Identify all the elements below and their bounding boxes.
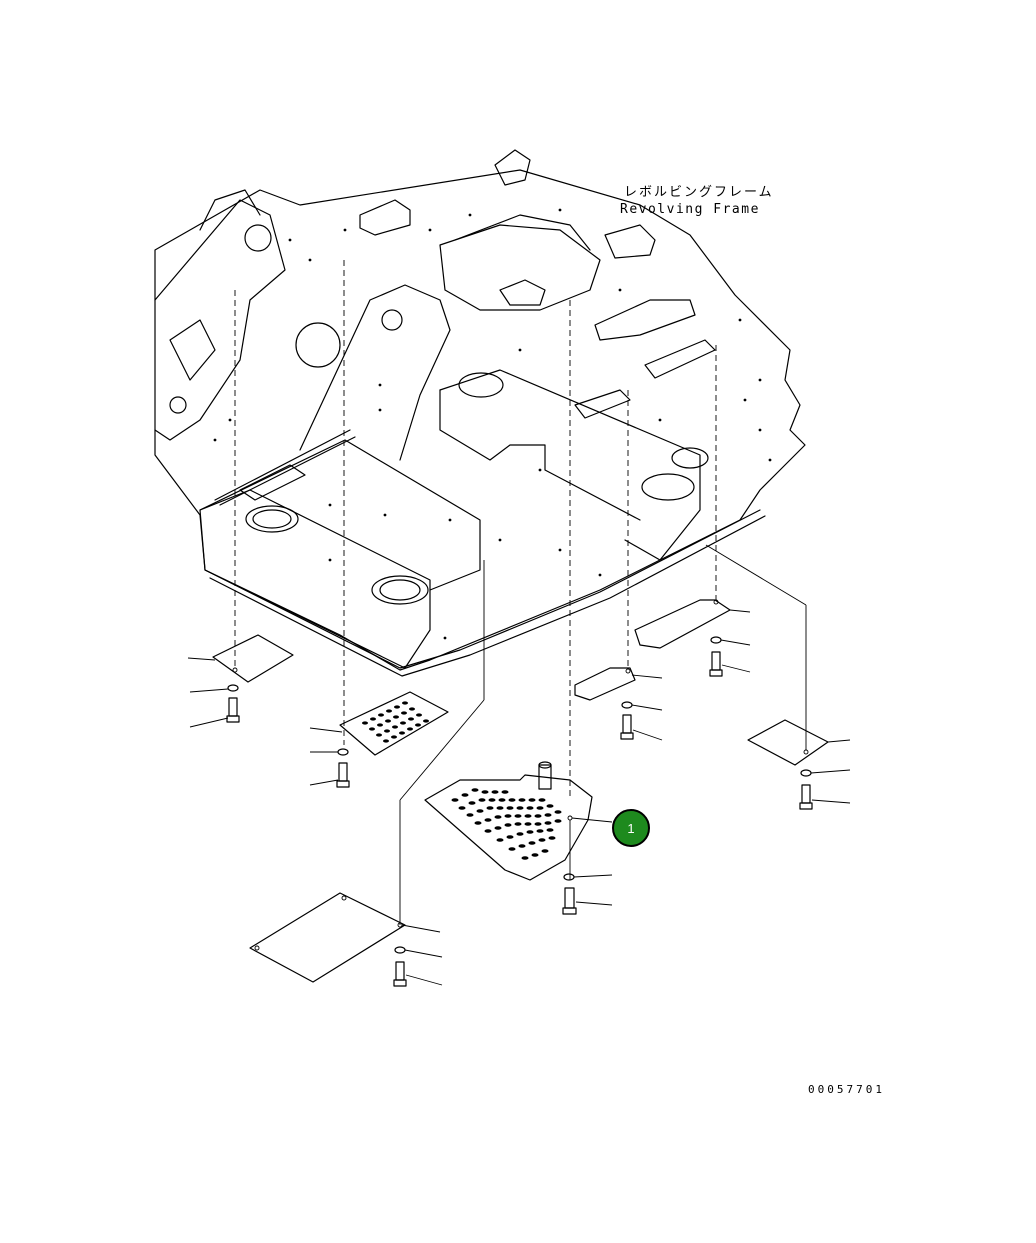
- callout-number: 1: [627, 821, 634, 836]
- mesh-cover-left: [309, 691, 449, 756]
- callout-1[interactable]: 1: [612, 809, 650, 847]
- fasteners: [189, 636, 851, 987]
- callout-marker[interactable]: [612, 809, 650, 847]
- frame-label-jp: レボルビングフレーム: [624, 185, 774, 200]
- cover-right-upper: [634, 599, 751, 649]
- cover-far-right: [747, 719, 851, 766]
- assembly-lines: [234, 260, 807, 925]
- cover-large-bottom: [249, 892, 441, 983]
- mesh-cover-center: [424, 761, 613, 881]
- revolving-frame: [154, 149, 806, 677]
- cover-small-left: [187, 634, 294, 683]
- cover-small-center-right: [574, 667, 663, 701]
- frame-label-en: Revolving Frame: [620, 202, 760, 217]
- document-number: 00057701: [808, 1083, 885, 1096]
